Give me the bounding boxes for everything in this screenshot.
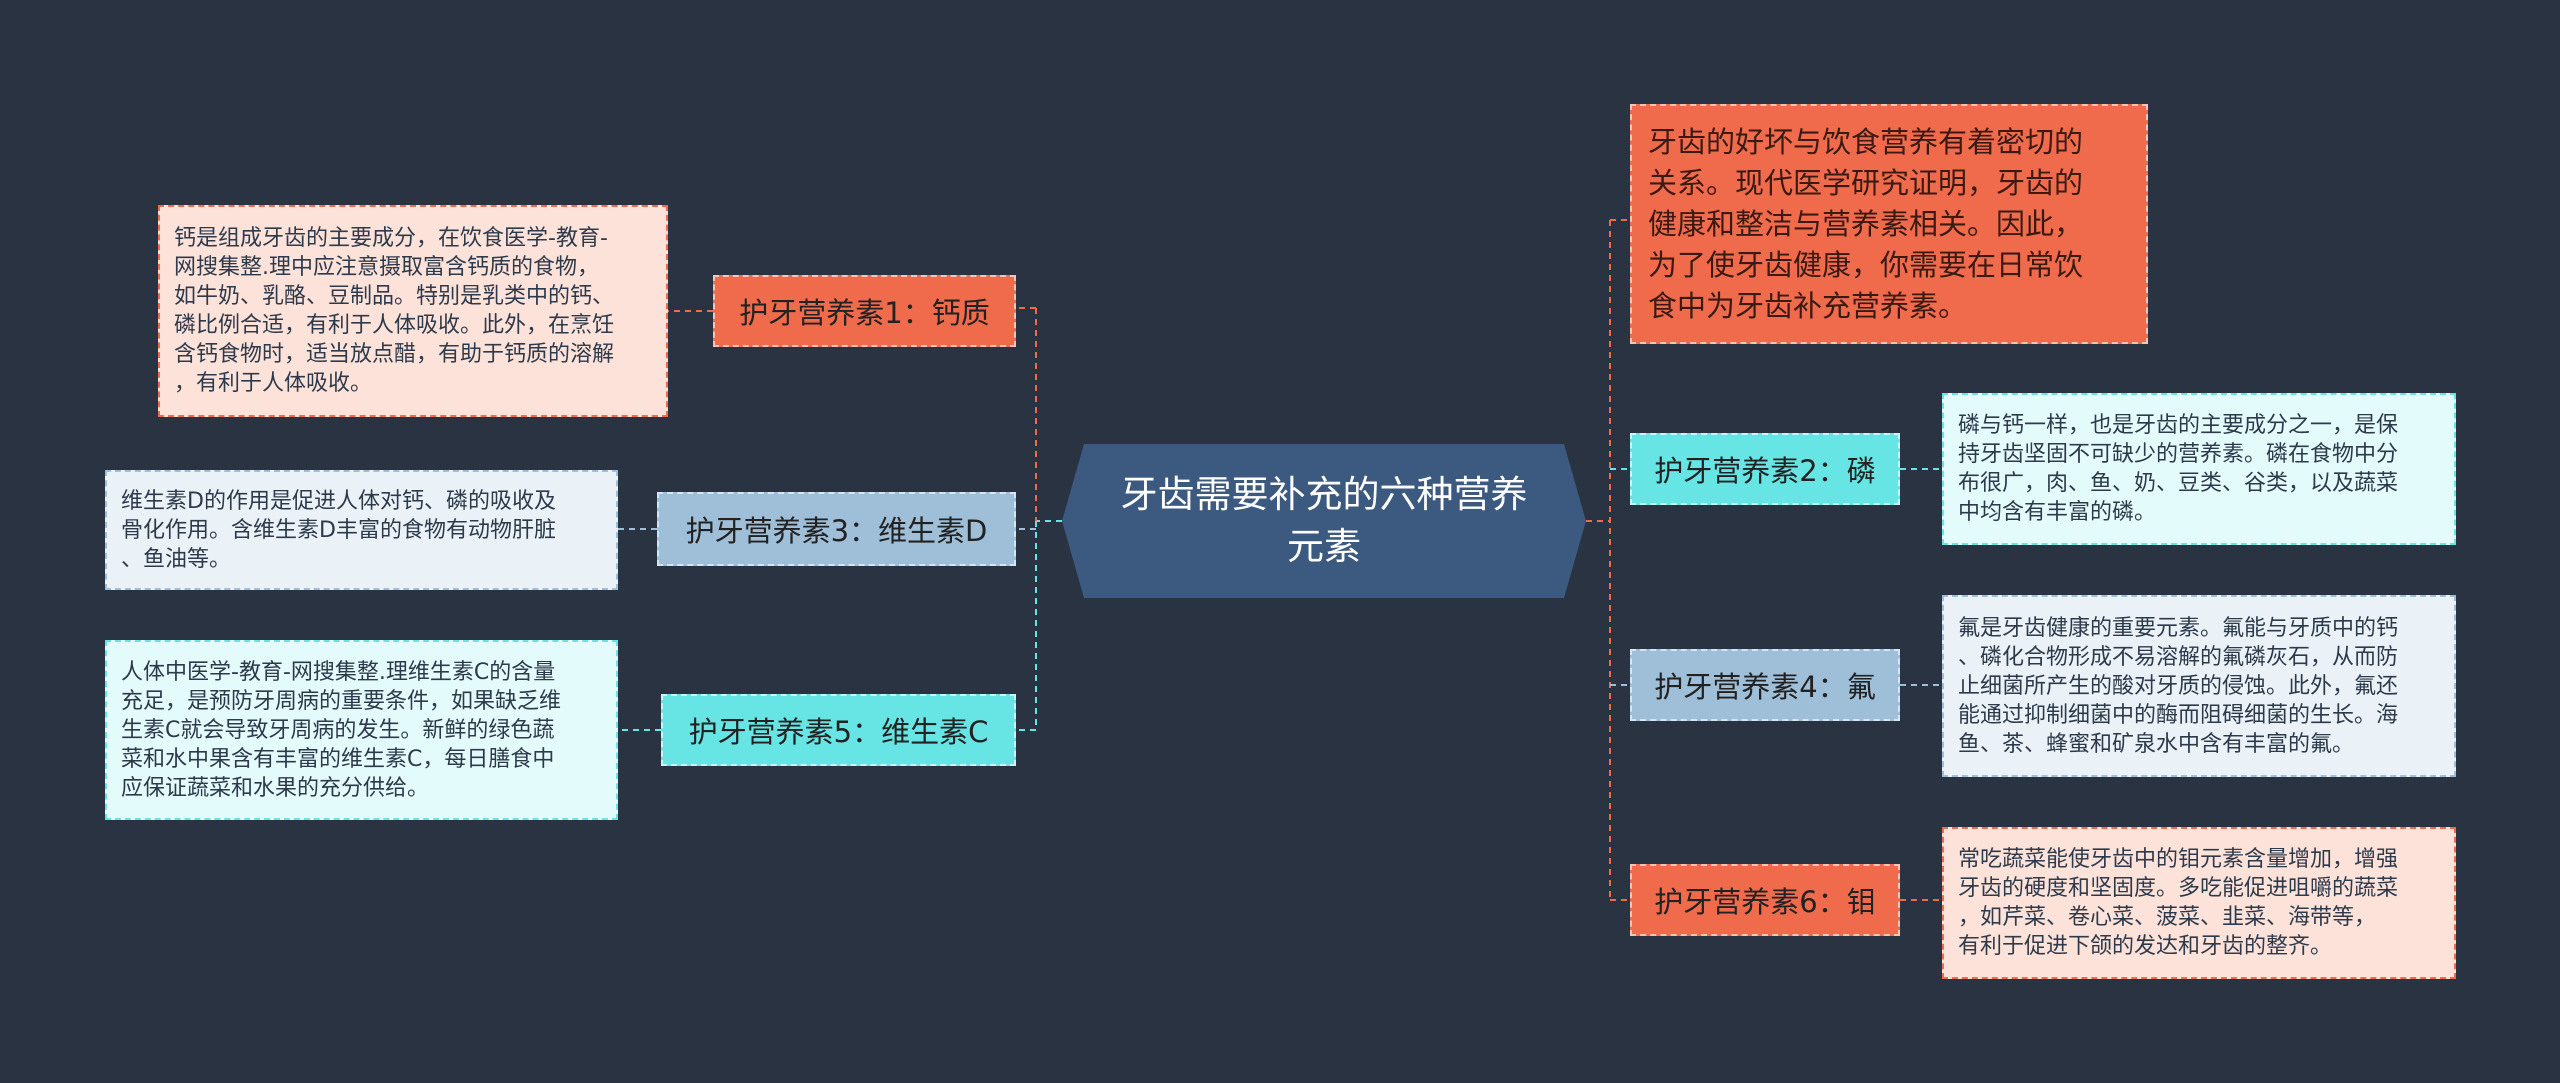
leaf-line: 牙齿的硬度和坚固度。多吃能促进咀嚼的蔬菜	[1958, 876, 2399, 901]
leaf-line: 布很广，肉、鱼、奶、豆类、谷类，以及蔬菜	[1958, 471, 2399, 496]
leaf-line: 菜和水中果含有丰富的维生素C，每日膳食中	[121, 746, 555, 772]
branch-node-b1[interactable]: 护牙营养素1：钙质	[713, 275, 1016, 347]
leaf-line: 网搜集整.理中应注意摄取富含钙质的食物，	[174, 255, 599, 280]
leaf-line: 人体中医学-教育-网搜集整.理维生素C的含量	[121, 659, 556, 685]
intro-line: 健康和整洁与营养素相关。因此，	[1648, 206, 2084, 241]
leaf-line: 磷与钙一样，也是牙齿的主要成分之一，是保	[1958, 413, 2399, 438]
leaf-line: 骨化作用。含维生素D丰富的食物有动物肝脏	[121, 517, 556, 543]
branch-node-b3[interactable]: 护牙营养素3：维生素D	[657, 492, 1016, 566]
leaf-text: 磷与钙一样，也是牙齿的主要成分之一，是保 持牙齿坚固不可缺少的营养素。磷在食物中…	[1958, 411, 2398, 527]
leaf-line: 应保证蔬菜和水果的充分供给。	[121, 775, 430, 801]
leaf-line: 如牛奶、乳酪、豆制品。特别是乳类中的钙、	[174, 284, 615, 309]
leaf-line: ，如芹菜、卷心菜、菠菜、韭菜、海带等，	[1958, 905, 2377, 930]
leaf-text: 氟是牙齿健康的重要元素。氟能与牙质中的钙 、磷化合物形成不易溶解的氟磷灰石，从而…	[1958, 614, 2398, 759]
branch-node-b2[interactable]: 护牙营养素2：磷	[1630, 433, 1900, 505]
leaf-text: 钙是组成牙齿的主要成分，在饮食医学-教育- 网搜集整.理中应注意摄取富含钙质的食…	[174, 224, 614, 398]
leaf-line: 、磷化合物形成不易溶解的氟磷灰石，从而防	[1958, 644, 2399, 670]
intro-line: 食中为牙齿补充营养素。	[1648, 288, 1968, 323]
branch-node-b6[interactable]: 护牙营养素6：钼	[1630, 864, 1900, 936]
leaf-line: 钙是组成牙齿的主要成分，在饮食医学-教育-	[174, 226, 608, 251]
leaf-line: 常吃蔬菜能使牙齿中的钼元素含量增加，增强	[1958, 847, 2399, 872]
leaf-line: 有利于促进下颌的发达和牙齿的整齐。	[1958, 934, 2333, 959]
leaf-line: 、鱼油等。	[121, 546, 232, 572]
leaf-line: 止细菌所产生的酸对牙质的侵蚀。此外，氟还	[1958, 673, 2399, 699]
leaf-node-b2[interactable]: 磷与钙一样，也是牙齿的主要成分之一，是保 持牙齿坚固不可缺少的营养素。磷在食物中…	[1942, 393, 2456, 545]
leaf-text: 常吃蔬菜能使牙齿中的钼元素含量增加，增强 牙齿的硬度和坚固度。多吃能促进咀嚼的蔬…	[1958, 845, 2398, 961]
leaf-line: 中均含有丰富的磷。	[1958, 500, 2157, 525]
intro-line: 为了使牙齿健康，你需要在日常饮	[1648, 247, 2084, 282]
intro-node[interactable]: 牙齿的好坏与饮食营养有着密切的 关系。现代医学研究证明，牙齿的 健康和整洁与营养…	[1630, 104, 2148, 344]
branch-node-b4[interactable]: 护牙营养素4：氟	[1630, 649, 1900, 721]
center-topic[interactable]: 牙齿需要补充的六种营养元素	[1120, 473, 1528, 568]
leaf-line: 能通过抑制细菌中的酶而阻碍细菌的生长。海	[1958, 702, 2399, 728]
leaf-line: 鱼、茶、蜂蜜和矿泉水中含有丰富的氟。	[1958, 731, 2355, 757]
leaf-line: 含钙食物时，适当放点醋，有助于钙质的溶解	[174, 342, 615, 367]
leaf-line: 维生素D的作用是促进人体对钙、磷的吸收及	[121, 488, 556, 514]
leaf-text: 人体中医学-教育-网搜集整.理维生素C的含量 充足，是预防牙周病的重要条件，如果…	[121, 658, 561, 803]
leaf-node-b6[interactable]: 常吃蔬菜能使牙齿中的钼元素含量增加，增强 牙齿的硬度和坚固度。多吃能促进咀嚼的蔬…	[1942, 827, 2456, 979]
leaf-node-b5[interactable]: 人体中医学-教育-网搜集整.理维生素C的含量 充足，是预防牙周病的重要条件，如果…	[105, 640, 618, 820]
leaf-line: 氟是牙齿健康的重要元素。氟能与牙质中的钙	[1958, 615, 2399, 641]
leaf-node-b4[interactable]: 氟是牙齿健康的重要元素。氟能与牙质中的钙 、磷化合物形成不易溶解的氟磷灰石，从而…	[1942, 595, 2456, 777]
leaf-line: 生素C就会导致牙周病的发生。新鲜的绿色蔬	[121, 717, 555, 743]
center-topic-shape	[1062, 444, 1586, 598]
intro-line: 牙齿的好坏与饮食营养有着密切的	[1648, 124, 2084, 159]
leaf-node-b1[interactable]: 钙是组成牙齿的主要成分，在饮食医学-教育- 网搜集整.理中应注意摄取富含钙质的食…	[158, 205, 668, 417]
leaf-node-b3[interactable]: 维生素D的作用是促进人体对钙、磷的吸收及 骨化作用。含维生素D丰富的食物有动物肝…	[105, 470, 618, 590]
leaf-line: 持牙齿坚固不可缺少的营养素。磷在食物中分	[1958, 442, 2399, 467]
leaf-text: 维生素D的作用是促进人体对钙、磷的吸收及 骨化作用。含维生素D丰富的食物有动物肝…	[121, 487, 556, 574]
leaf-line: 磷比例合适，有利于人体吸收。此外，在烹饪	[174, 313, 615, 338]
leaf-line: 充足，是预防牙周病的重要条件，如果缺乏维	[121, 688, 562, 714]
intro-line: 关系。现代医学研究证明，牙齿的	[1648, 165, 2084, 200]
leaf-line: ，有利于人体吸收。	[174, 371, 373, 396]
intro-text: 牙齿的好坏与饮食营养有着密切的 关系。现代医学研究证明，牙齿的 健康和整洁与营养…	[1648, 122, 2083, 327]
branch-node-b5[interactable]: 护牙营养素5：维生素C	[661, 694, 1016, 766]
